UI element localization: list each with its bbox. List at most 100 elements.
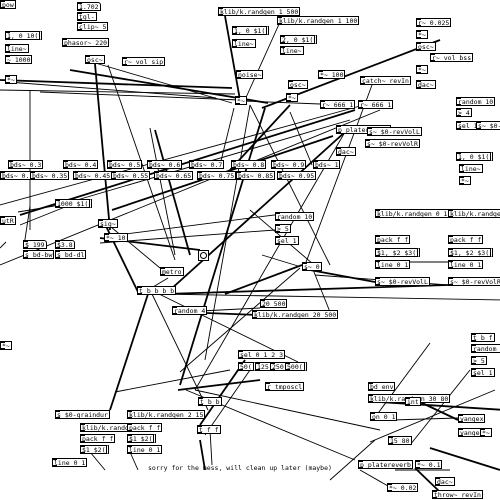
patch-cord[interactable]: [224, 264, 303, 295]
patch-cord[interactable]: [129, 451, 139, 471]
bang-button[interactable]: [198, 250, 209, 261]
object-box[interactable]: random 10: [275, 212, 315, 221]
object-box[interactable]: s~ $0-revVolR: [365, 139, 420, 148]
patch-cord[interactable]: [179, 267, 301, 373]
object-box[interactable]: s~ $0-revVolR: [448, 277, 500, 286]
patch-cord[interactable]: [84, 59, 233, 104]
object-box[interactable]: > 4: [456, 108, 472, 117]
patch-cord[interactable]: [7, 81, 217, 99]
patch-cord[interactable]: [219, 107, 235, 166]
patch-cord[interactable]: [199, 359, 246, 426]
patch-cord[interactable]: [0, 241, 7, 249]
patch-cord[interactable]: [419, 401, 459, 421]
object-box[interactable]: t f f: [197, 425, 221, 434]
object-box[interactable]: 15 80: [388, 436, 412, 445]
object-box[interactable]: bd env: [368, 382, 396, 391]
object-box[interactable]: klib/k.randgen 1 500: [218, 7, 301, 16]
object-box[interactable]: *~ 10: [104, 233, 128, 242]
object-box[interactable]: sel 0 1 2 3: [238, 350, 286, 359]
object-box[interactable]: metro: [160, 267, 184, 276]
patch-cord[interactable]: [224, 15, 241, 101]
patch-cord[interactable]: [194, 131, 346, 391]
message-box[interactable]: 1, 0 10(: [5, 31, 43, 40]
object-box[interactable]: bds~ 0.65: [154, 171, 194, 180]
object-box[interactable]: r tmposcl: [265, 382, 305, 391]
patch-cord[interactable]: [391, 417, 459, 421]
object-box[interactable]: line~: [280, 46, 304, 55]
patch-cord[interactable]: [19, 109, 356, 216]
number-box[interactable]: 1.702: [77, 2, 101, 11]
object-box[interactable]: bds~ 0.85: [236, 171, 276, 180]
object-box[interactable]: bds~ 0.3: [8, 160, 44, 169]
object-box[interactable]: pack f f: [375, 235, 411, 244]
patch-cord[interactable]: [109, 293, 149, 411]
patch-cord[interactable]: [23, 205, 31, 247]
patch-cord[interactable]: [149, 127, 176, 256]
patch-cord[interactable]: [0, 109, 381, 266]
message-box[interactable]: $1 $2(: [80, 445, 110, 454]
object-box[interactable]: osc~: [85, 55, 105, 64]
message-box[interactable]: 50(: [238, 362, 256, 371]
patch-cord[interactable]: [109, 212, 291, 237]
patch-cord[interactable]: [289, 111, 313, 166]
object-box[interactable]: > 5: [275, 224, 291, 233]
object-box[interactable]: bds~ 0.55: [111, 171, 151, 180]
object-box[interactable]: pow: [0, 0, 16, 9]
object-box[interactable]: utR: [0, 216, 16, 225]
object-box[interactable]: *~ 0.02: [387, 483, 419, 492]
object-box[interactable]: pack f f: [80, 434, 116, 443]
object-box[interactable]: r~ 0.025: [416, 18, 452, 27]
patch-cord[interactable]: [104, 221, 161, 269]
object-box[interactable]: s~ $0-revVolL: [367, 127, 422, 136]
object-box[interactable]: bds~ 0.95: [277, 171, 317, 180]
object-box[interactable]: bds~ 0.75: [197, 171, 237, 180]
object-box[interactable]: random 10: [471, 344, 500, 353]
object-box[interactable]: line 0 1: [448, 260, 484, 269]
object-box[interactable]: bds~ 0.35: [30, 171, 70, 180]
object-box[interactable]: *~ 0.1: [415, 460, 443, 469]
patch-cord[interactable]: [372, 342, 431, 421]
object-box[interactable]: s~ $0-revVolL: [375, 277, 430, 286]
object-box[interactable]: r~ vol_bss: [430, 53, 474, 62]
object-box[interactable]: p_platereverb: [358, 460, 413, 469]
object-box[interactable]: *~: [286, 93, 298, 102]
message-box[interactable]: 1, 0 $1(: [232, 26, 270, 35]
patch-cord[interactable]: [159, 293, 500, 301]
patch-cord[interactable]: [154, 129, 191, 256]
patch-cord[interactable]: [94, 63, 111, 231]
object-box[interactable]: pack f f: [127, 423, 163, 432]
object-box[interactable]: klib/k.randgen 2 15: [126, 410, 206, 419]
object-box[interactable]: *~: [416, 30, 428, 39]
object-box[interactable]: int: [405, 397, 421, 406]
patch-cord[interactable]: [414, 467, 441, 493]
message-box[interactable]: 1000 $1(: [55, 199, 93, 208]
object-box[interactable]: dac~: [336, 147, 356, 156]
patch-cord[interactable]: [261, 254, 299, 267]
message-box[interactable]: 1, 0 $1(: [456, 152, 494, 161]
patch-cord[interactable]: [429, 447, 500, 471]
patch-cord[interactable]: [0, 105, 361, 206]
object-box[interactable]: line~: [5, 44, 29, 53]
patch-cord[interactable]: [177, 379, 261, 391]
object-box[interactable]: t b b: [198, 397, 222, 406]
object-box[interactable]: s~ 0: [302, 262, 322, 271]
patch-cord[interactable]: [209, 429, 213, 466]
object-box[interactable]: *~: [0, 341, 12, 350]
patch-cord[interactable]: [194, 389, 381, 431]
patch-cord[interactable]: [204, 369, 251, 436]
object-box[interactable]: s bd-bw: [23, 250, 55, 259]
patch-cord[interactable]: [369, 389, 496, 443]
patch-cord[interactable]: [309, 269, 376, 283]
patch-cord[interactable]: [164, 284, 449, 295]
object-box[interactable]: line 0 1: [127, 445, 163, 454]
object-box[interactable]: pack f f: [448, 235, 484, 244]
object-box[interactable]: klib/k.randgen 20 500: [252, 310, 339, 319]
object-box[interactable]: bds~ 0.7: [189, 160, 225, 169]
message-box[interactable]: 500(: [285, 362, 307, 371]
patch-cord[interactable]: [379, 401, 500, 411]
object-box[interactable]: r~ vol_sip: [122, 57, 166, 66]
object-box[interactable]: line~: [459, 164, 483, 173]
object-box[interactable]: *~: [5, 75, 17, 84]
patch-cord[interactable]: [19, 204, 71, 226]
